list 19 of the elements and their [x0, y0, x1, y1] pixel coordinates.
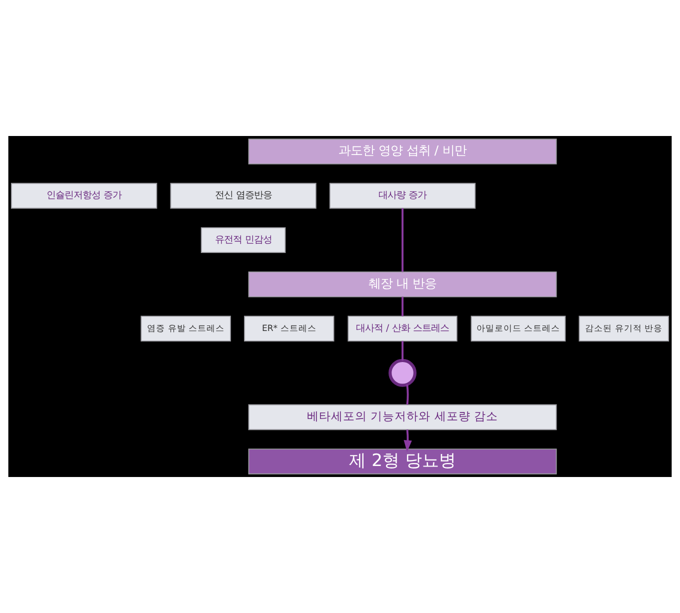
node-box: 전신 염증반응: [170, 182, 316, 209]
connector: [402, 341, 404, 360]
node-box: 대사적 / 산화 스트레스: [348, 316, 458, 342]
connector: [402, 208, 404, 272]
node-box: 유전적 민감성: [200, 227, 286, 253]
node-box: 염증 유발 스트레스: [140, 316, 231, 342]
node-box: 인슐린저항성 증가: [10, 182, 158, 209]
node-box: 제 2형 당뇨병: [248, 448, 557, 474]
node-box: ER* 스트레스: [244, 316, 334, 342]
node-box: 췌장 내 반응: [248, 271, 557, 298]
arrow: [404, 430, 412, 452]
node-box: 베타세포의 기능저하와 세포량 감소: [248, 404, 557, 430]
node-box: 감소된 유기적 반응: [578, 316, 670, 342]
node-box: 아밀로이드 스트레스: [470, 316, 566, 342]
node-box: 대사량 증가: [329, 182, 476, 209]
node-box: 과도한 영양 섭취 / 비만: [248, 138, 557, 164]
connector: [402, 296, 404, 316]
node-circle: [388, 358, 417, 387]
connector: [406, 384, 409, 405]
